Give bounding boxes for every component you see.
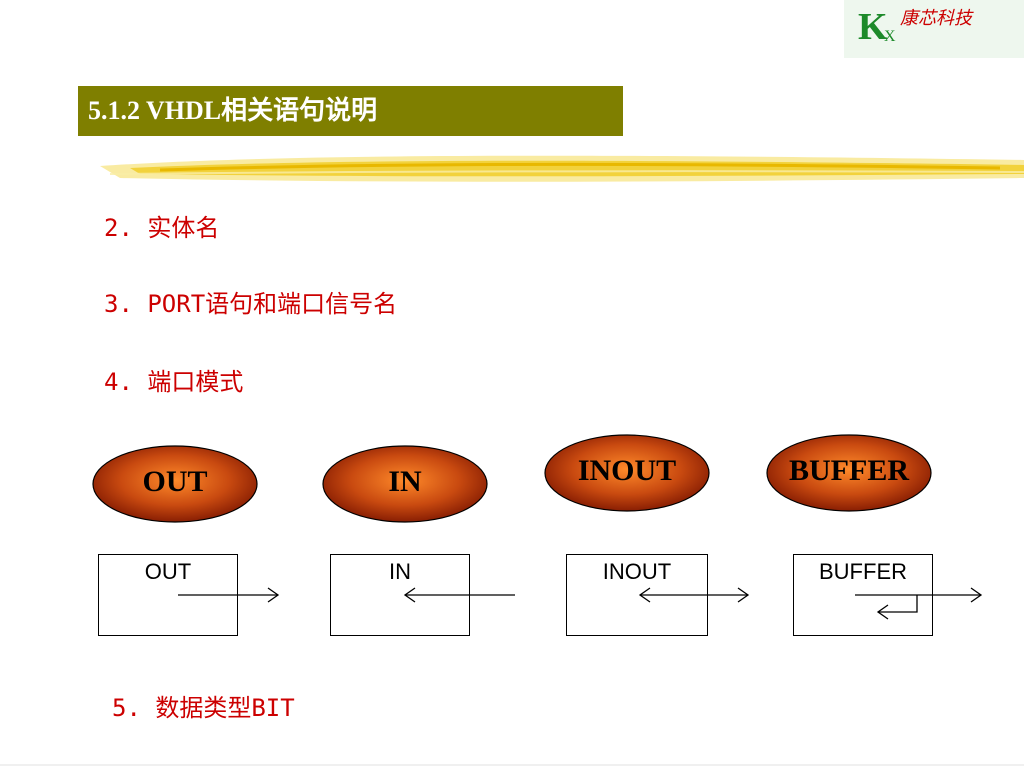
mode-label-out: OUT <box>142 465 208 498</box>
footer-divider <box>0 764 1024 766</box>
logo-letter-k: K <box>858 6 888 48</box>
logo-company-name: 康芯科技 <box>900 8 972 29</box>
item-data-type-bit: 5. 数据类型BIT <box>112 694 295 722</box>
section-title: 5.1.2 VHDL相关语句说明 <box>88 96 378 125</box>
mode-label-inout: INOUT <box>577 454 677 487</box>
port-box-label-buffer: BUFFER <box>819 559 907 584</box>
arrow-inout-icon <box>638 587 750 603</box>
port-box-label-in: IN <box>389 559 411 584</box>
company-logo: K X 康芯科技 <box>844 0 1024 58</box>
port-box-label-inout: INOUT <box>602 559 672 584</box>
mode-oval-buffer <box>766 434 932 512</box>
port-box-label-out: OUT <box>144 559 192 584</box>
logo-letter-x: X <box>884 28 896 45</box>
mode-oval-in <box>322 445 488 523</box>
brush-stroke-divider <box>100 155 1024 182</box>
mode-label-buffer: BUFFER <box>789 454 909 487</box>
section-title-bar: 5.1.2 VHDL相关语句说明 <box>78 86 623 136</box>
arrow-out-icon <box>178 587 280 603</box>
arrow-buffer-icon <box>855 587 983 620</box>
item-port-mode: 4. 端口模式 <box>104 368 244 396</box>
port-box-in: IN <box>330 554 470 636</box>
mode-oval-out <box>92 445 258 523</box>
item-port-statement: 3. PORT语句和端口信号名 <box>104 290 398 318</box>
mode-label-in: IN <box>388 465 422 498</box>
arrow-in-icon <box>403 587 515 603</box>
item-entity-name: 2. 实体名 <box>104 214 220 242</box>
mode-oval-inout <box>544 434 710 512</box>
